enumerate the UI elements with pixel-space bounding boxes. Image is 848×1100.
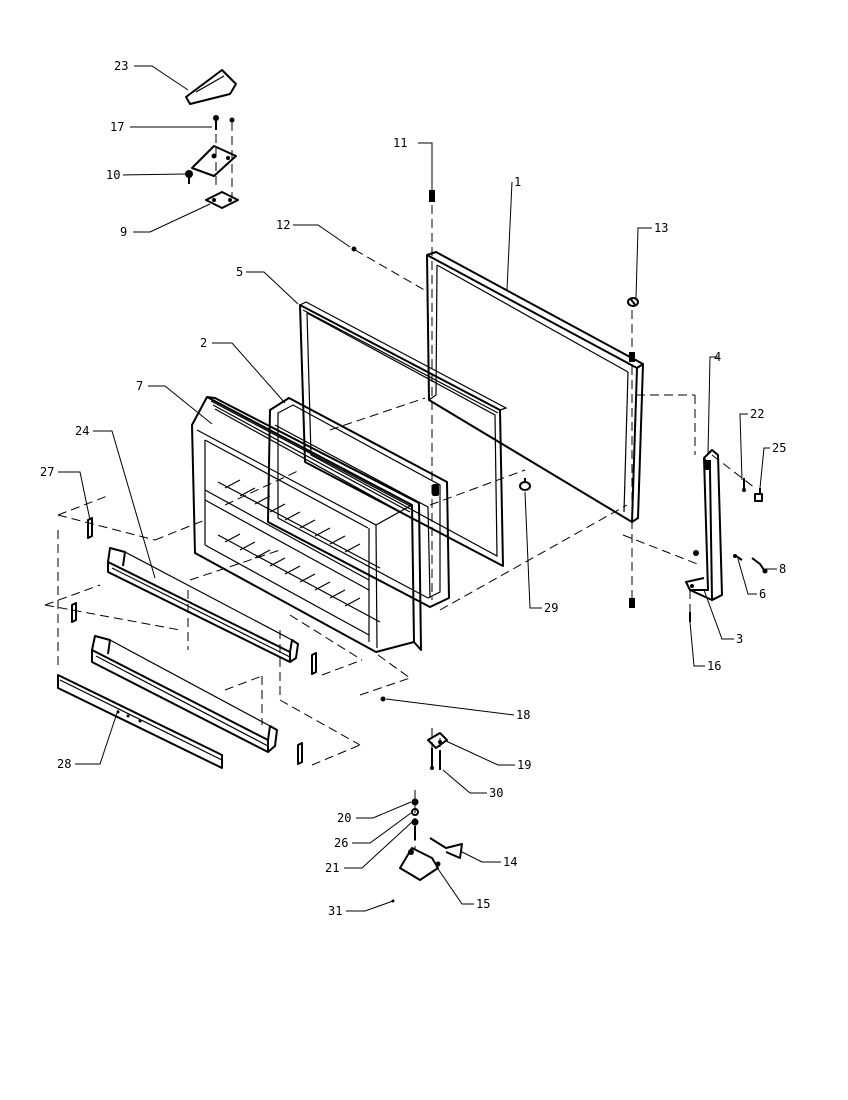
lower-hinge-assembly [391,732,463,903]
callout-21: 21 [325,861,339,875]
plug-part [351,246,357,252]
door-liner [267,397,450,608]
callout-19: 19 [517,758,531,772]
callout-14: 14 [503,855,517,869]
callout-4: 4 [714,350,721,364]
callout-20: 20 [337,811,351,825]
callout-1: 1 [514,175,521,189]
callout-labels: 1 2 3 4 5 6 7 8 9 10 11 12 13 14 15 16 1… [40,59,786,918]
callout-27: 27 [40,465,54,479]
callout-23: 23 [114,59,128,73]
callout-15: 15 [476,897,490,911]
shelf-retainer-clips [71,517,386,765]
callout-28: 28 [57,757,71,771]
freezer-basket [191,396,422,653]
callout-18: 18 [516,708,530,722]
callout-9: 9 [120,225,127,239]
callout-10: 10 [106,168,120,182]
callout-8: 8 [779,562,786,576]
callout-6: 6 [759,587,766,601]
callout-5: 5 [236,265,243,279]
callout-17: 17 [110,120,124,134]
callout-12: 12 [276,218,290,232]
callout-22: 22 [750,407,764,421]
hinge-cover-part [185,69,237,105]
callout-31: 31 [328,904,342,918]
door-stop-part [519,478,531,491]
callout-2: 2 [200,336,207,350]
callout-7: 7 [136,379,143,393]
callout-11: 11 [393,136,407,150]
outer-door-panel [426,251,644,523]
upper-hinge-part [185,145,237,184]
callout-29: 29 [544,601,558,615]
upper-shelf-slats [224,479,361,553]
lower-shelf-slats [224,533,361,607]
lower-hinge-bracket [685,449,723,601]
door-gasket [299,301,508,567]
callout-24: 24 [75,424,89,438]
leader-lines [58,65,777,912]
callout-30: 30 [489,786,503,800]
door-screws [429,190,635,608]
callout-25: 25 [772,441,786,455]
callout-16: 16 [707,659,721,673]
washer-part [627,297,639,307]
hinge-shim-part [205,191,239,209]
trim-strip [57,674,223,769]
bracket-hardware [689,478,768,622]
upper-door-shelf [107,547,299,663]
callout-3: 3 [736,632,743,646]
callout-13: 13 [654,221,668,235]
lower-door-shelf [91,635,278,753]
assembly-lines [44,120,756,850]
hinge-screws [213,115,235,130]
callout-26: 26 [334,836,348,850]
